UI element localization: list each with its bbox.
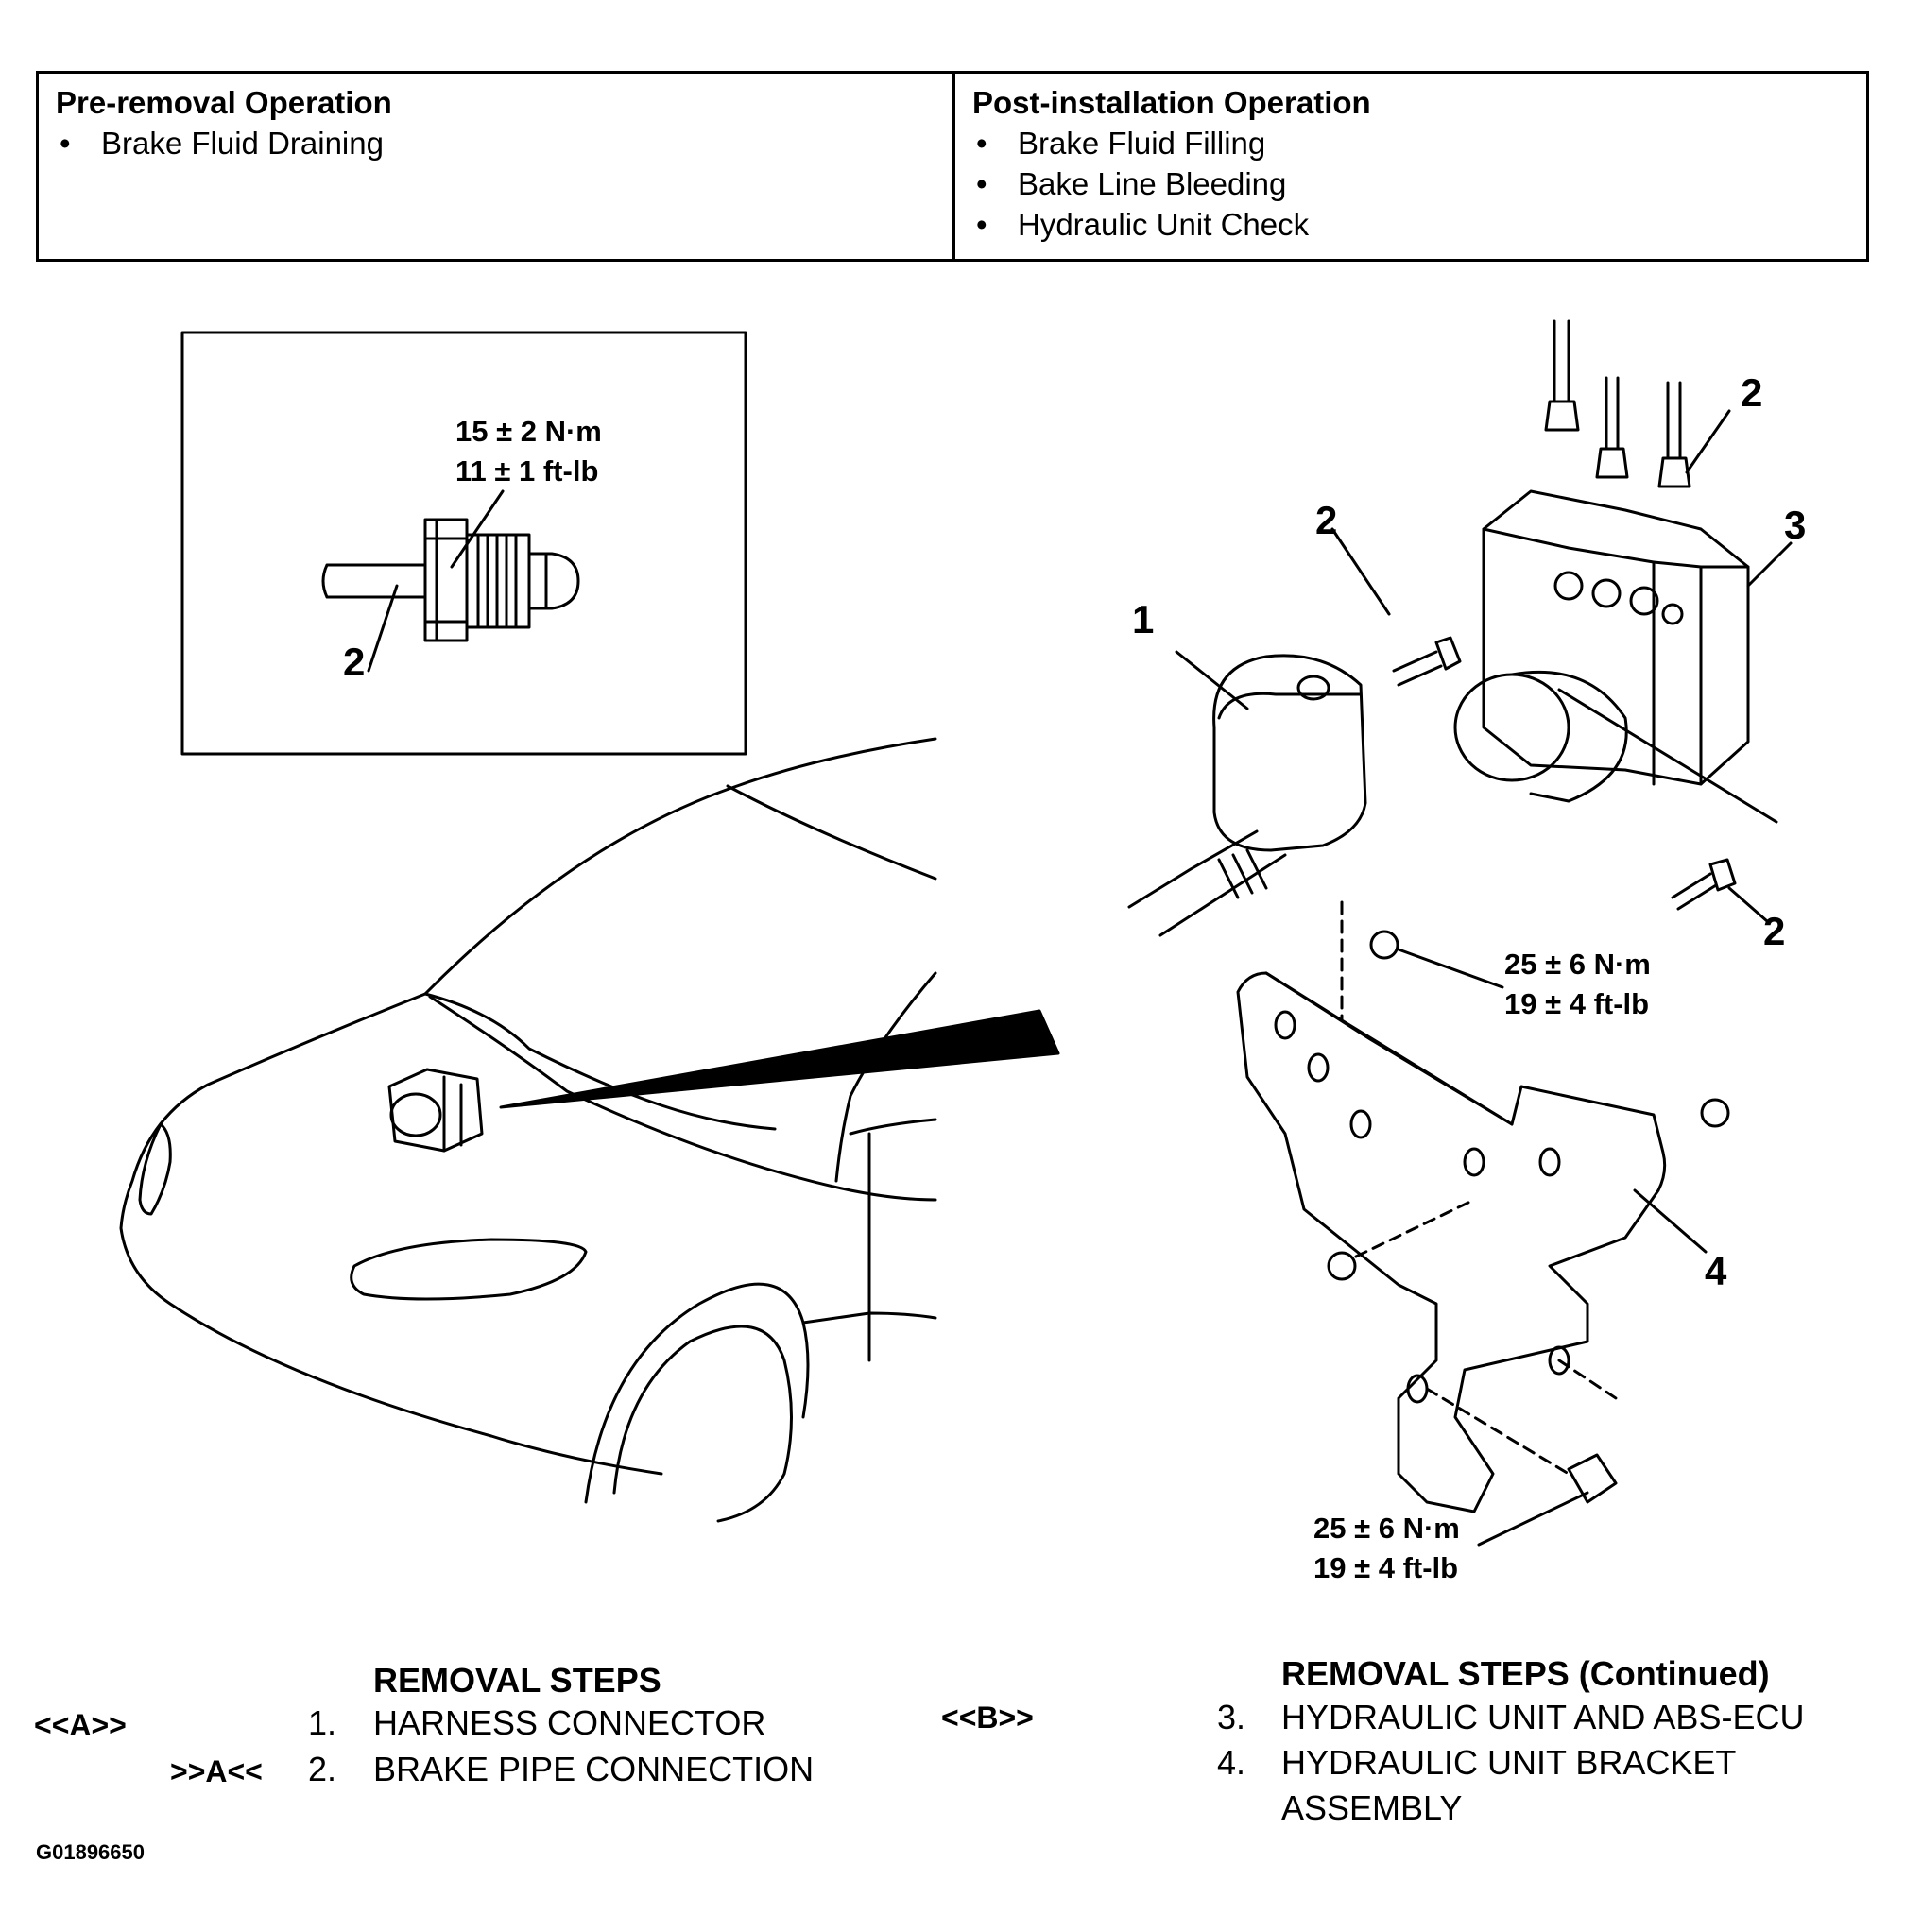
harness-connector	[1127, 650, 1367, 937]
bracket-bolt-torque-nm: 25 ± 6 N·m	[1313, 1512, 1460, 1545]
pre-removal-title: Pre-removal Operation	[56, 85, 392, 120]
step-text-continued: ASSEMBLY	[1281, 1788, 1463, 1827]
bracket-nut-torque-ftlb: 19 ± 4 ft-lb	[1504, 987, 1650, 1020]
step-number: 3.	[1217, 1698, 1246, 1736]
post-installation-item: Hydraulic Unit Check	[972, 204, 1849, 245]
post-installation-title: Post-installation Operation	[972, 85, 1371, 120]
pre-removal-list: Brake Fluid Draining	[56, 123, 935, 163]
step-number: 1.	[308, 1703, 337, 1742]
step-code: <<B>>	[941, 1701, 1034, 1735]
step-code: >>A<<	[170, 1754, 263, 1788]
inset-part-label: 2	[343, 640, 366, 684]
post-installation-list: Brake Fluid Filling Bake Line Bleeding H…	[972, 123, 1849, 245]
removal-steps-continued-heading: REMOVAL STEPS (Continued)	[1281, 1654, 1770, 1693]
post-installation-item: Brake Fluid Filling	[972, 123, 1849, 163]
hydraulic-unit-bracket	[1236, 900, 1730, 1547]
step-text: BRAKE PIPE CONNECTION	[373, 1750, 815, 1788]
post-installation-column: Post-installation Operation Brake Fluid …	[952, 74, 1866, 259]
vehicle-outline	[119, 737, 1060, 1523]
removal-steps-heading: REMOVAL STEPS	[373, 1661, 661, 1700]
bracket-nut-torque-nm: 25 ± 6 N·m	[1504, 948, 1651, 981]
step-text: HYDRAULIC UNIT BRACKET	[1281, 1743, 1737, 1782]
operations-table: Pre-removal Operation Brake Fluid Draini…	[36, 71, 1869, 262]
part-label-3: 3	[1784, 503, 1807, 547]
part-label-2: 2	[1741, 370, 1763, 415]
post-installation-item: Bake Line Bleeding	[972, 163, 1849, 204]
part-label-2: 2	[1763, 909, 1786, 953]
step-text: HYDRAULIC UNIT AND ABS-ECU	[1281, 1698, 1805, 1736]
part-label-1: 1	[1132, 597, 1155, 641]
image-code: G01896650	[36, 1840, 145, 1864]
pre-removal-column: Pre-removal Operation Brake Fluid Draini…	[39, 74, 952, 259]
step-code: <<A>>	[34, 1708, 127, 1742]
inset-detail	[180, 331, 747, 756]
step-number: 2.	[308, 1750, 337, 1788]
pre-removal-item: Brake Fluid Draining	[56, 123, 935, 163]
bracket-bolt-torque-ftlb: 19 ± 4 ft-lb	[1313, 1551, 1459, 1584]
part-label-2: 2	[1315, 498, 1338, 542]
part-label-4: 4	[1705, 1249, 1727, 1293]
inset-torque-nm: 15 ± 2 N·m	[455, 415, 602, 448]
hydraulic-unit	[1330, 319, 1793, 923]
step-text: HARNESS CONNECTOR	[373, 1703, 766, 1742]
step-number: 4.	[1217, 1743, 1246, 1782]
inset-torque-ftlb: 11 ± 1 ft-lb	[455, 454, 599, 487]
